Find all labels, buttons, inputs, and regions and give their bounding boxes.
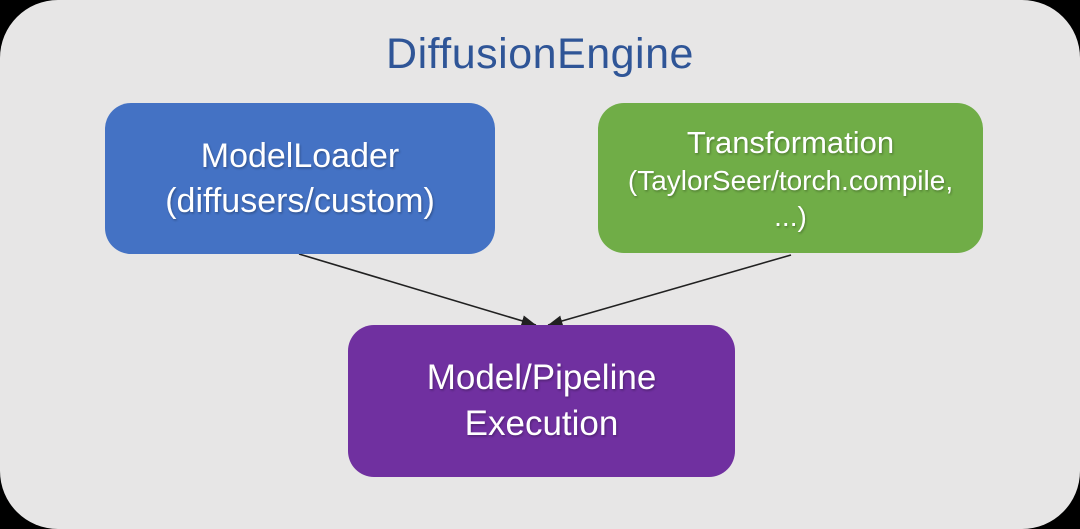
node-transformation: Transformation (TaylorSeer/torch.compile… <box>598 103 983 253</box>
arrow-model-loader-to-execution <box>298 253 537 327</box>
arrow-transformation-to-execution <box>547 254 792 327</box>
node-model-loader-label-line2: (diffusers/custom) <box>165 181 435 220</box>
node-transformation-label-line2: (TaylorSeer/torch.compile, <box>627 164 954 196</box>
node-transformation-label-line1: Transformation <box>686 124 895 160</box>
node-execution-label-line1: Model/Pipeline <box>426 358 657 397</box>
node-model-loader-label-line1: ModelLoader <box>200 136 400 175</box>
page-title: DiffusionEngine <box>386 30 694 78</box>
node-execution-label-line2: Execution <box>464 404 619 443</box>
node-model-loader: ModelLoader (diffusers/custom) <box>105 103 495 254</box>
node-execution: Model/Pipeline Execution <box>348 325 735 477</box>
node-transformation-label-line3: ...) <box>774 200 807 232</box>
